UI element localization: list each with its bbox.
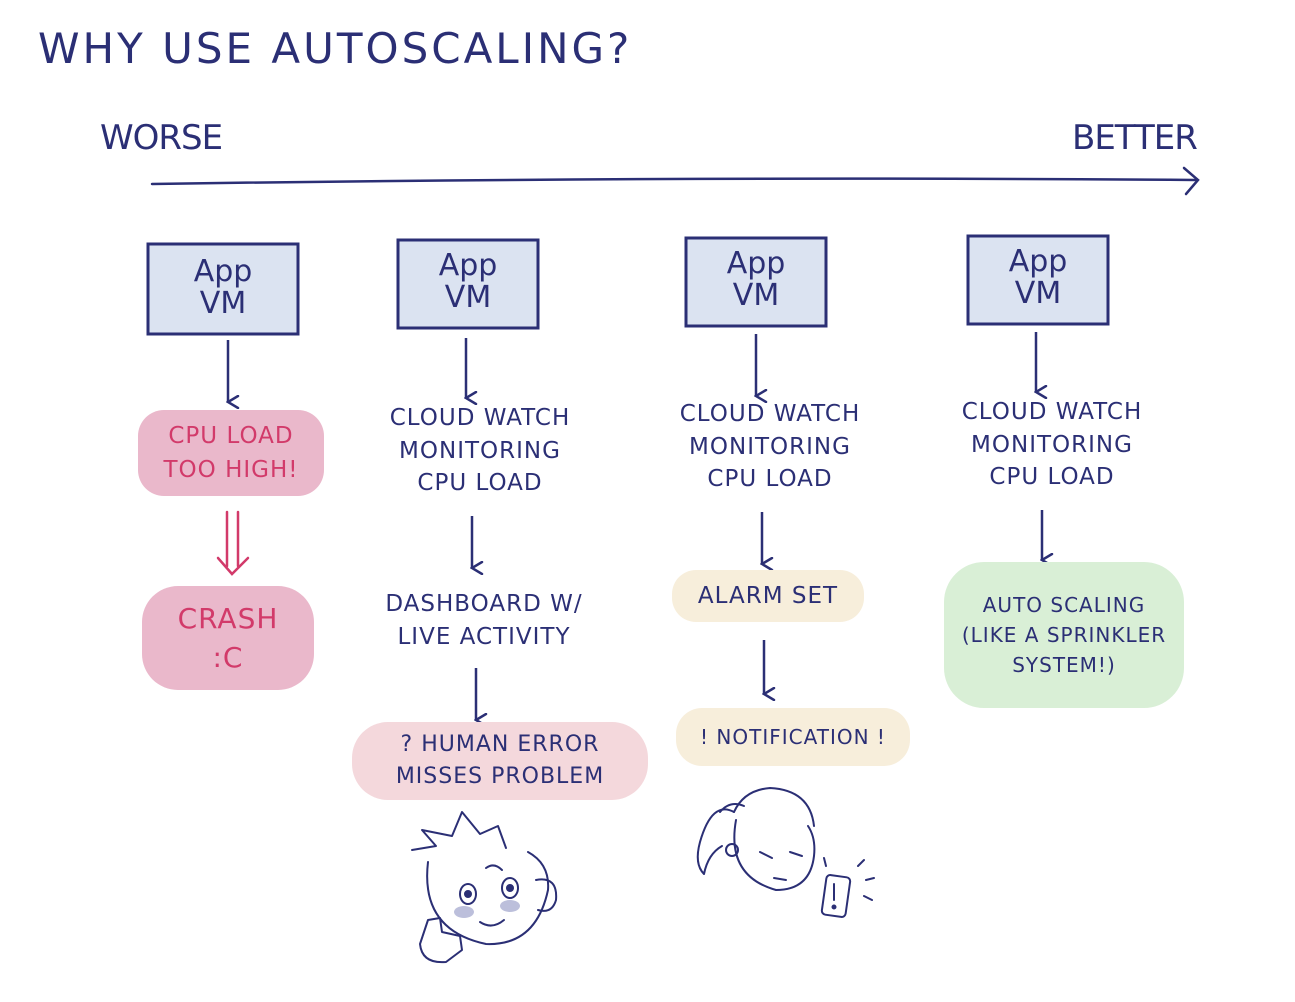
axis-label-worse: Worse xyxy=(100,118,223,158)
double-arrow-to-crash xyxy=(216,510,250,576)
cpu-load-too-high-label: CPU load too high! xyxy=(163,422,299,484)
cpu-load-pill xyxy=(138,410,324,496)
cloudwatch-monitoring-label-2: Cloud Watch monitoring CPU load xyxy=(389,405,571,497)
dashboard-label: Dashboard w/ live activity xyxy=(385,591,583,650)
vm-box-1 xyxy=(146,242,300,336)
human-error-label: ? Human error misses problem xyxy=(395,732,605,789)
vm-label-3: App VM xyxy=(726,246,786,313)
vm-label-1: App VM xyxy=(193,254,253,321)
worse-better-axis xyxy=(150,177,1198,186)
autoscaling-label: Auto scaling (like a sprinkler system!) xyxy=(961,593,1167,677)
alarm-pill xyxy=(672,570,864,622)
human-error-pill xyxy=(352,722,648,800)
notification-pill xyxy=(676,708,910,766)
axis-arrowhead xyxy=(1182,166,1200,196)
cloudwatch-monitoring-label-4: Cloud Watch monitoring CPU load xyxy=(961,399,1143,491)
page-title: Why use autoscaling? xyxy=(38,24,633,73)
vm-box-3 xyxy=(684,236,828,328)
autoscaling-pill xyxy=(944,562,1184,708)
worried-boy-illustration xyxy=(411,811,558,964)
vm-box-4 xyxy=(966,234,1110,326)
girl-with-phone-illustration xyxy=(696,787,875,918)
notification-label: ! Notification ! xyxy=(700,725,886,749)
cloudwatch-monitoring-label-3: Cloud Watch monitoring CPU load xyxy=(679,401,861,493)
alarm-set-label: Alarm set xyxy=(697,583,839,609)
vm-box-2 xyxy=(396,238,540,330)
vm-label-4: App VM xyxy=(1008,244,1068,311)
vm-label-2: App VM xyxy=(438,248,498,315)
crash-pill xyxy=(142,586,314,690)
axis-label-better: Better xyxy=(1072,118,1198,158)
crash-label: Crash :C xyxy=(177,601,279,674)
